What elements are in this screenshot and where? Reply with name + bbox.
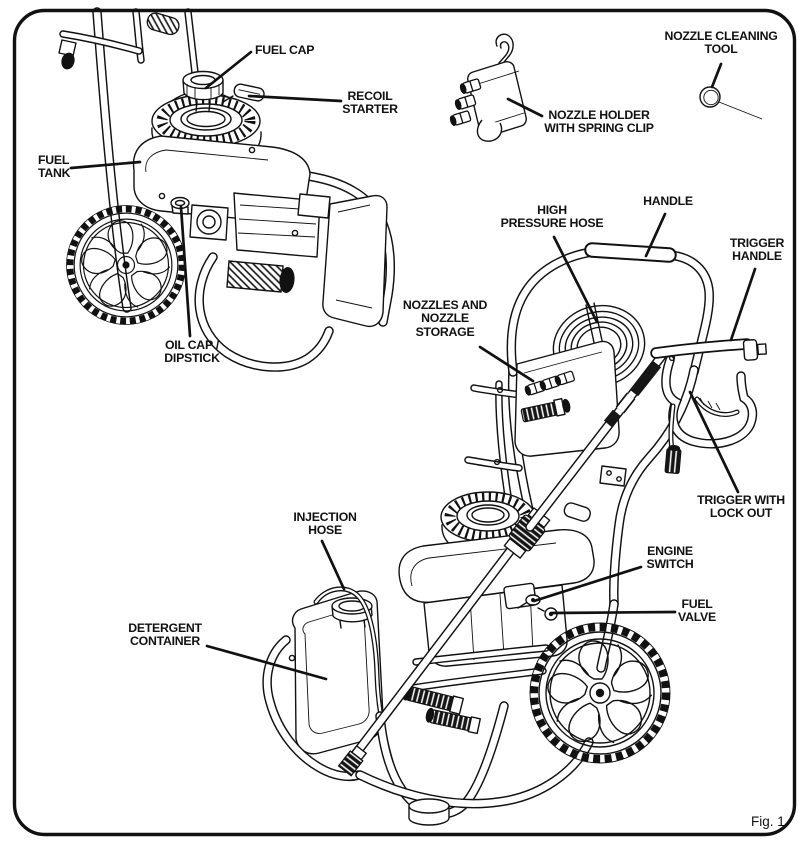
label-oil-cap-dipstick: OIL CAP /DIPSTICK xyxy=(164,338,220,366)
label-handle: HANDLE xyxy=(643,194,693,208)
leader-trigger-handle xyxy=(729,267,757,342)
figure-border xyxy=(12,8,797,837)
leader-high-pressure-hose xyxy=(552,235,599,324)
engine-main xyxy=(398,491,595,667)
leader-nozzle-storage xyxy=(478,345,535,383)
gun-inlet-knob xyxy=(664,445,682,474)
leader-fuel-cap xyxy=(204,50,253,90)
leader-injection-hose xyxy=(320,539,346,591)
fuel-cap-part xyxy=(182,70,224,112)
leader-engine-switch xyxy=(532,565,643,603)
engine-block xyxy=(158,146,331,293)
nozzle-holder-item xyxy=(448,33,527,142)
nozzle-storage-part xyxy=(514,340,620,457)
muffler xyxy=(226,260,295,293)
leader-lines xyxy=(69,50,757,681)
detergent-container-part xyxy=(291,590,384,755)
support-foot xyxy=(408,798,450,826)
leader-detergent-container xyxy=(205,644,328,681)
side-panel xyxy=(322,194,388,328)
leader-recoil-starter xyxy=(247,94,343,103)
spray-wand xyxy=(337,357,661,777)
rear-wheel xyxy=(530,623,670,763)
label-fuel-cap: FUEL CAP xyxy=(255,43,315,57)
leader-cleaning-tool xyxy=(710,62,723,89)
leader-fuel-valve xyxy=(550,610,677,615)
pressure-washer-main-view xyxy=(267,250,768,826)
stored-wand-sections xyxy=(402,684,481,735)
leader-nozzle-holder xyxy=(506,97,544,118)
figure-caption: Fig. 1 xyxy=(751,814,785,829)
pressure-washer-engine-view xyxy=(58,11,390,367)
leader-handle xyxy=(644,212,667,258)
leader-trigger-lock-out xyxy=(688,390,740,494)
leader-fuel-tank xyxy=(69,160,142,170)
wand-spray-tip xyxy=(337,745,367,777)
leader-oil-cap xyxy=(179,205,192,338)
recoil-pull-handle xyxy=(233,83,265,102)
trigger-handle-part xyxy=(656,339,768,474)
handlebar-grip xyxy=(146,12,180,36)
nozzle-cleaning-tool-item xyxy=(699,86,763,120)
